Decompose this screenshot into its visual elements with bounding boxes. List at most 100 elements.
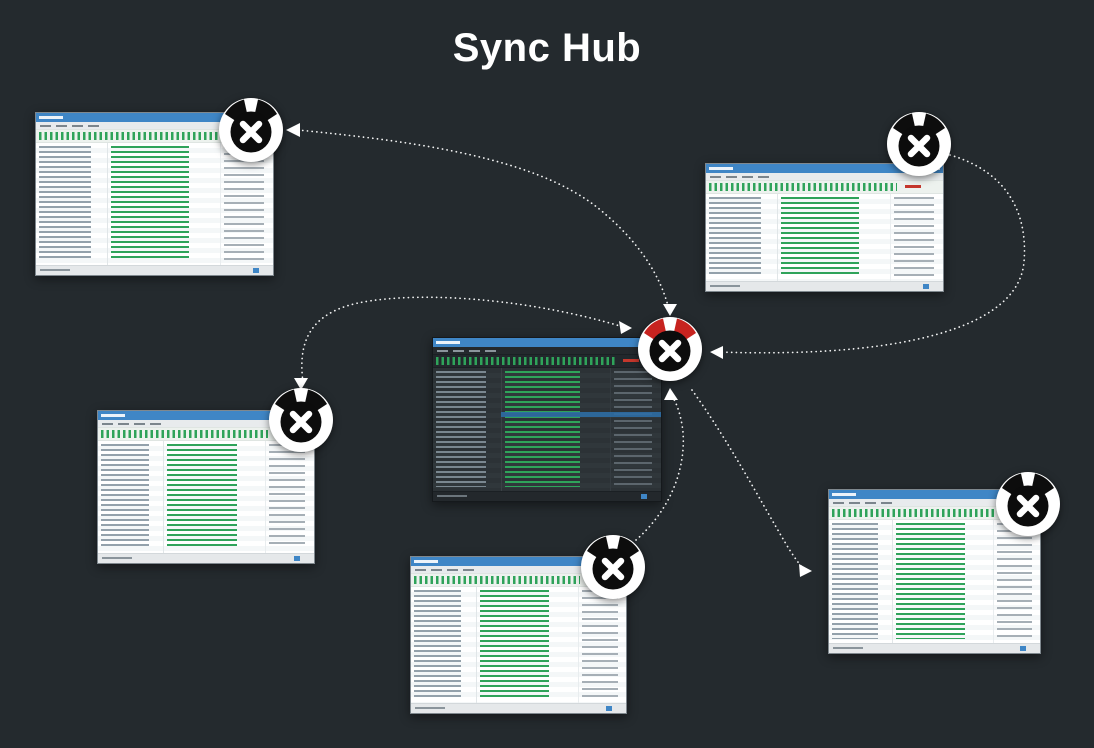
window-content <box>411 587 626 703</box>
sidebar-list-placeholder <box>411 587 477 703</box>
window-menubar <box>433 347 661 354</box>
window-statusbar <box>411 703 626 713</box>
menu-item-placeholder <box>469 349 480 352</box>
detail-list-placeholder <box>994 520 1040 643</box>
status-text-placeholder <box>102 557 132 559</box>
window-titlebar <box>433 338 661 347</box>
window-content <box>36 143 273 265</box>
sync-node-icon-bottom-right[interactable] <box>995 471 1061 537</box>
arrowhead-icon <box>619 321 632 334</box>
text-lines <box>166 444 238 549</box>
menu-item-placeholder <box>150 422 161 425</box>
status-indicator <box>253 268 259 273</box>
detail-list-placeholder <box>221 143 273 265</box>
arrowhead-icon <box>663 304 677 316</box>
file-list-placeholder <box>778 194 891 281</box>
menu-item-placeholder <box>710 175 721 178</box>
text-lines <box>101 444 149 549</box>
detail-list-placeholder <box>891 194 943 281</box>
menu-item-placeholder <box>447 568 458 571</box>
menu-item-placeholder <box>758 175 769 178</box>
alert-text-placeholder <box>623 359 639 362</box>
green-tag-ticks <box>414 576 580 584</box>
status-text-placeholder <box>415 707 445 709</box>
window-content <box>706 194 943 281</box>
menu-item-placeholder <box>88 124 99 127</box>
arrowhead-icon <box>710 346 723 359</box>
menu-item-placeholder <box>833 501 844 504</box>
window-statusbar <box>829 643 1040 653</box>
sidebar-list-placeholder <box>433 368 503 491</box>
text-lines <box>613 371 652 487</box>
page-title: Sync Hub <box>452 26 642 70</box>
green-tag-ticks <box>709 183 897 191</box>
window-statusbar <box>433 491 661 501</box>
green-tag-ticks <box>39 132 227 140</box>
file-list-placeholder <box>108 143 221 265</box>
sync-node-icon-mid-left[interactable] <box>268 387 334 453</box>
text-lines <box>832 523 879 639</box>
menu-item-placeholder <box>865 501 876 504</box>
text-lines <box>505 371 580 487</box>
device-window-center-dark[interactable] <box>432 337 662 502</box>
text-lines <box>479 590 550 699</box>
device-window-bottom-right[interactable] <box>828 489 1041 654</box>
menu-item-placeholder <box>742 175 753 178</box>
device-window-top-right[interactable] <box>705 163 944 292</box>
sidebar-list-placeholder <box>36 143 109 265</box>
window-statusbar <box>706 281 943 291</box>
menu-item-placeholder <box>431 568 442 571</box>
menu-item-placeholder <box>453 349 464 352</box>
menu-item-placeholder <box>118 422 129 425</box>
device-window-mid-left[interactable] <box>97 410 315 564</box>
window-menubar <box>411 566 626 573</box>
sync-node-icon-top-left[interactable] <box>218 97 284 163</box>
window-content <box>829 520 1040 643</box>
text-lines <box>996 523 1032 639</box>
tag-button-row <box>706 180 943 194</box>
green-tag-ticks <box>101 430 268 438</box>
text-lines <box>581 590 618 699</box>
window-content <box>98 441 314 553</box>
window-menubar <box>98 420 314 427</box>
status-text-placeholder <box>437 495 467 497</box>
text-lines <box>893 197 934 277</box>
status-indicator <box>294 556 300 561</box>
window-content <box>433 368 661 491</box>
text-lines <box>414 590 462 699</box>
green-tag-ticks <box>436 357 615 365</box>
sync-logo-icon <box>269 388 333 452</box>
arrowhead-icon <box>664 388 678 400</box>
window-title-placeholder <box>414 560 438 563</box>
sync-logo-icon <box>887 112 951 176</box>
text-lines <box>39 146 92 261</box>
menu-item-placeholder <box>849 501 860 504</box>
window-title-placeholder <box>101 414 125 417</box>
arrowhead-icon <box>286 123 300 137</box>
menu-item-placeholder <box>463 568 474 571</box>
file-list-placeholder <box>164 441 267 553</box>
window-statusbar <box>98 553 314 563</box>
detail-list-placeholder <box>579 587 626 703</box>
window-menubar <box>829 499 1040 506</box>
tag-button-row <box>433 354 661 368</box>
sync-logo-icon <box>638 317 702 381</box>
status-indicator <box>641 494 647 499</box>
status-text-placeholder <box>710 285 740 287</box>
connection-line-topleft-hub <box>297 129 669 307</box>
window-title-placeholder <box>832 493 856 496</box>
sync-node-icon-top-right[interactable] <box>886 111 952 177</box>
status-indicator <box>923 284 929 289</box>
menu-item-placeholder <box>56 124 67 127</box>
sidebar-list-placeholder <box>829 520 894 643</box>
status-indicator <box>1020 646 1026 651</box>
window-title-placeholder <box>39 116 63 119</box>
sync-node-icon-bottom-center[interactable] <box>580 534 646 600</box>
file-list-placeholder <box>893 520 994 643</box>
menu-item-placeholder <box>72 124 83 127</box>
text-lines <box>709 197 762 277</box>
sync-hub-icon[interactable] <box>637 316 703 382</box>
sync-logo-icon <box>581 535 645 599</box>
sync-logo-icon <box>219 98 283 162</box>
